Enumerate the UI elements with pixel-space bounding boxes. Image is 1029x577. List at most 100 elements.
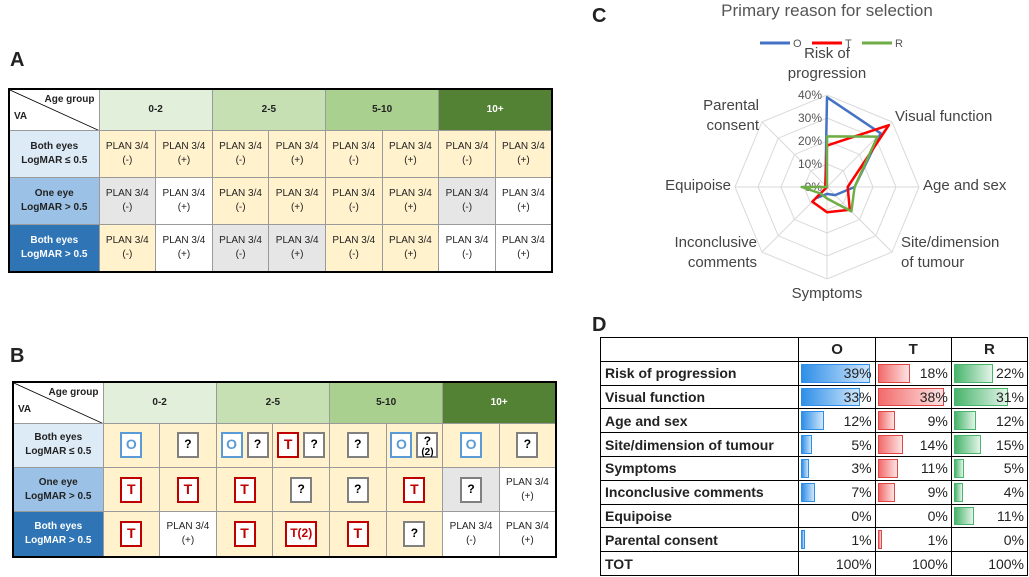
- plan-cell: PLAN 3/4(-): [438, 176, 496, 225]
- value-cell: 9%: [874, 408, 952, 434]
- plan-sign: (+): [517, 154, 530, 166]
- value-label: 14%: [919, 436, 948, 453]
- value-cell: 14%: [874, 432, 952, 457]
- selection-cell: T: [159, 466, 217, 513]
- row-label: Site/dimension of tumour: [599, 432, 800, 457]
- value-cell: 3%: [798, 455, 876, 481]
- plan-sign: (+): [404, 201, 417, 213]
- plan-label: PLAN 3/4: [332, 187, 376, 199]
- plan-sign: (-): [122, 201, 133, 213]
- box-mark: ?: [467, 481, 475, 496]
- selection-cell: O: [442, 422, 500, 468]
- option-t-box: T: [233, 476, 256, 503]
- data-bar: [801, 482, 816, 502]
- legend-label: R: [895, 38, 903, 50]
- selection-cell: ?: [159, 422, 217, 468]
- box-mark: O: [226, 436, 237, 453]
- radar-axis-label-line: Risk of: [804, 45, 851, 62]
- plan-label: PLAN 3/4: [105, 234, 149, 246]
- age-group-header: 0-2: [102, 381, 217, 424]
- box-mark: ?: [310, 437, 318, 452]
- value-cell: 33%: [798, 384, 876, 410]
- data-bar: [801, 411, 824, 431]
- column-header-t: T: [874, 337, 952, 362]
- box-mark: ?: [410, 526, 419, 541]
- value-cell: 0%: [950, 527, 1029, 553]
- undecided-box: ?: [246, 432, 269, 459]
- box-mark: T: [410, 480, 419, 497]
- undecided-box: ?: [290, 476, 313, 503]
- row-label: Equipoise: [599, 503, 800, 529]
- plan-label: PLAN 3/4: [445, 140, 489, 152]
- value-label: 0%: [927, 507, 948, 524]
- box-mark: T: [127, 525, 136, 542]
- radar-axis-label: Symptoms: [792, 285, 863, 302]
- undecided-box: ?: [403, 521, 426, 548]
- box-count: (2): [421, 447, 434, 459]
- plan-cell: PLAN 3/4(-): [98, 129, 157, 178]
- radar-title: Primary reason for selection: [721, 1, 933, 20]
- column-header-o: O: [798, 337, 876, 362]
- plan-label: PLAN 3/4: [332, 140, 376, 152]
- value-cell: 15%: [950, 432, 1029, 457]
- radar-axis-label-line: comments: [688, 254, 757, 271]
- value-label: 7%: [851, 484, 872, 501]
- radar-axis-label: Equipoise: [665, 177, 731, 194]
- selection-cell: ?: [329, 422, 387, 468]
- plan-sign: (+): [517, 248, 530, 260]
- undecided-box: ?: [176, 432, 199, 459]
- panel-label-c: C: [592, 5, 607, 27]
- va-row-line2: LogMAR > 0.5: [25, 490, 92, 502]
- plan-sign: (-): [462, 201, 473, 213]
- data-bar: [953, 506, 975, 526]
- undecided-box: ?: [303, 432, 326, 459]
- plan-cell: PLAN 3/4(-): [211, 129, 270, 178]
- value-cell: 12%: [950, 408, 1029, 434]
- radar-axis-label-line: Parental: [703, 97, 759, 114]
- box-mark: ?: [523, 437, 532, 452]
- va-label: VA: [18, 403, 32, 415]
- option-t-box: T: [120, 521, 143, 548]
- radar-axis-label-line: Site/dimension: [901, 234, 999, 251]
- box-mark: T: [353, 525, 363, 542]
- radar-axis-label-line: progression: [788, 65, 866, 82]
- plan-sign: (+): [404, 154, 417, 166]
- data-bar: [953, 482, 963, 502]
- row-label: Inconclusive comments: [599, 479, 800, 505]
- legend-label: O: [793, 38, 802, 50]
- plan-cell: PLAN 3/4(-): [438, 129, 496, 178]
- selection-cell: PLAN 3/4(-): [442, 511, 500, 558]
- box-mark: ?: [423, 434, 432, 449]
- plan-sign: (+): [517, 201, 530, 213]
- row-label: Risk of progression: [599, 360, 800, 386]
- option-t-box: T(2): [285, 521, 318, 548]
- selection-cell: T(2): [272, 511, 330, 558]
- plan-cell: PLAN 3/4(-): [325, 129, 383, 178]
- plan-label: PLAN 3/4: [275, 187, 319, 199]
- data-bar: [877, 530, 882, 550]
- plan-label: PLAN 3/4: [162, 234, 206, 246]
- va-row-line2: LogMAR ≤ 0.5: [25, 446, 92, 458]
- column-header-r: R: [950, 337, 1029, 362]
- selection-cell: ?: [385, 511, 444, 558]
- total-value: 100%: [950, 551, 1029, 576]
- radar-spoke: [761, 121, 828, 188]
- selection-cell: T: [102, 466, 161, 513]
- plan-cell: PLAN 3/4(+): [155, 129, 213, 178]
- plan-sign: (+): [177, 201, 191, 213]
- plan-cell: PLAN 3/4(+): [268, 223, 326, 273]
- plan-sign: (+): [521, 490, 534, 502]
- plan-sign: (+): [181, 535, 195, 547]
- radar-axis-label: Age and sex: [923, 177, 1007, 194]
- value-label: 1%: [927, 531, 948, 548]
- radar-axis-label-line: Inconclusive: [674, 234, 757, 251]
- va-row-line1: Both eyes: [34, 521, 83, 533]
- plan-sign: (+): [290, 154, 304, 166]
